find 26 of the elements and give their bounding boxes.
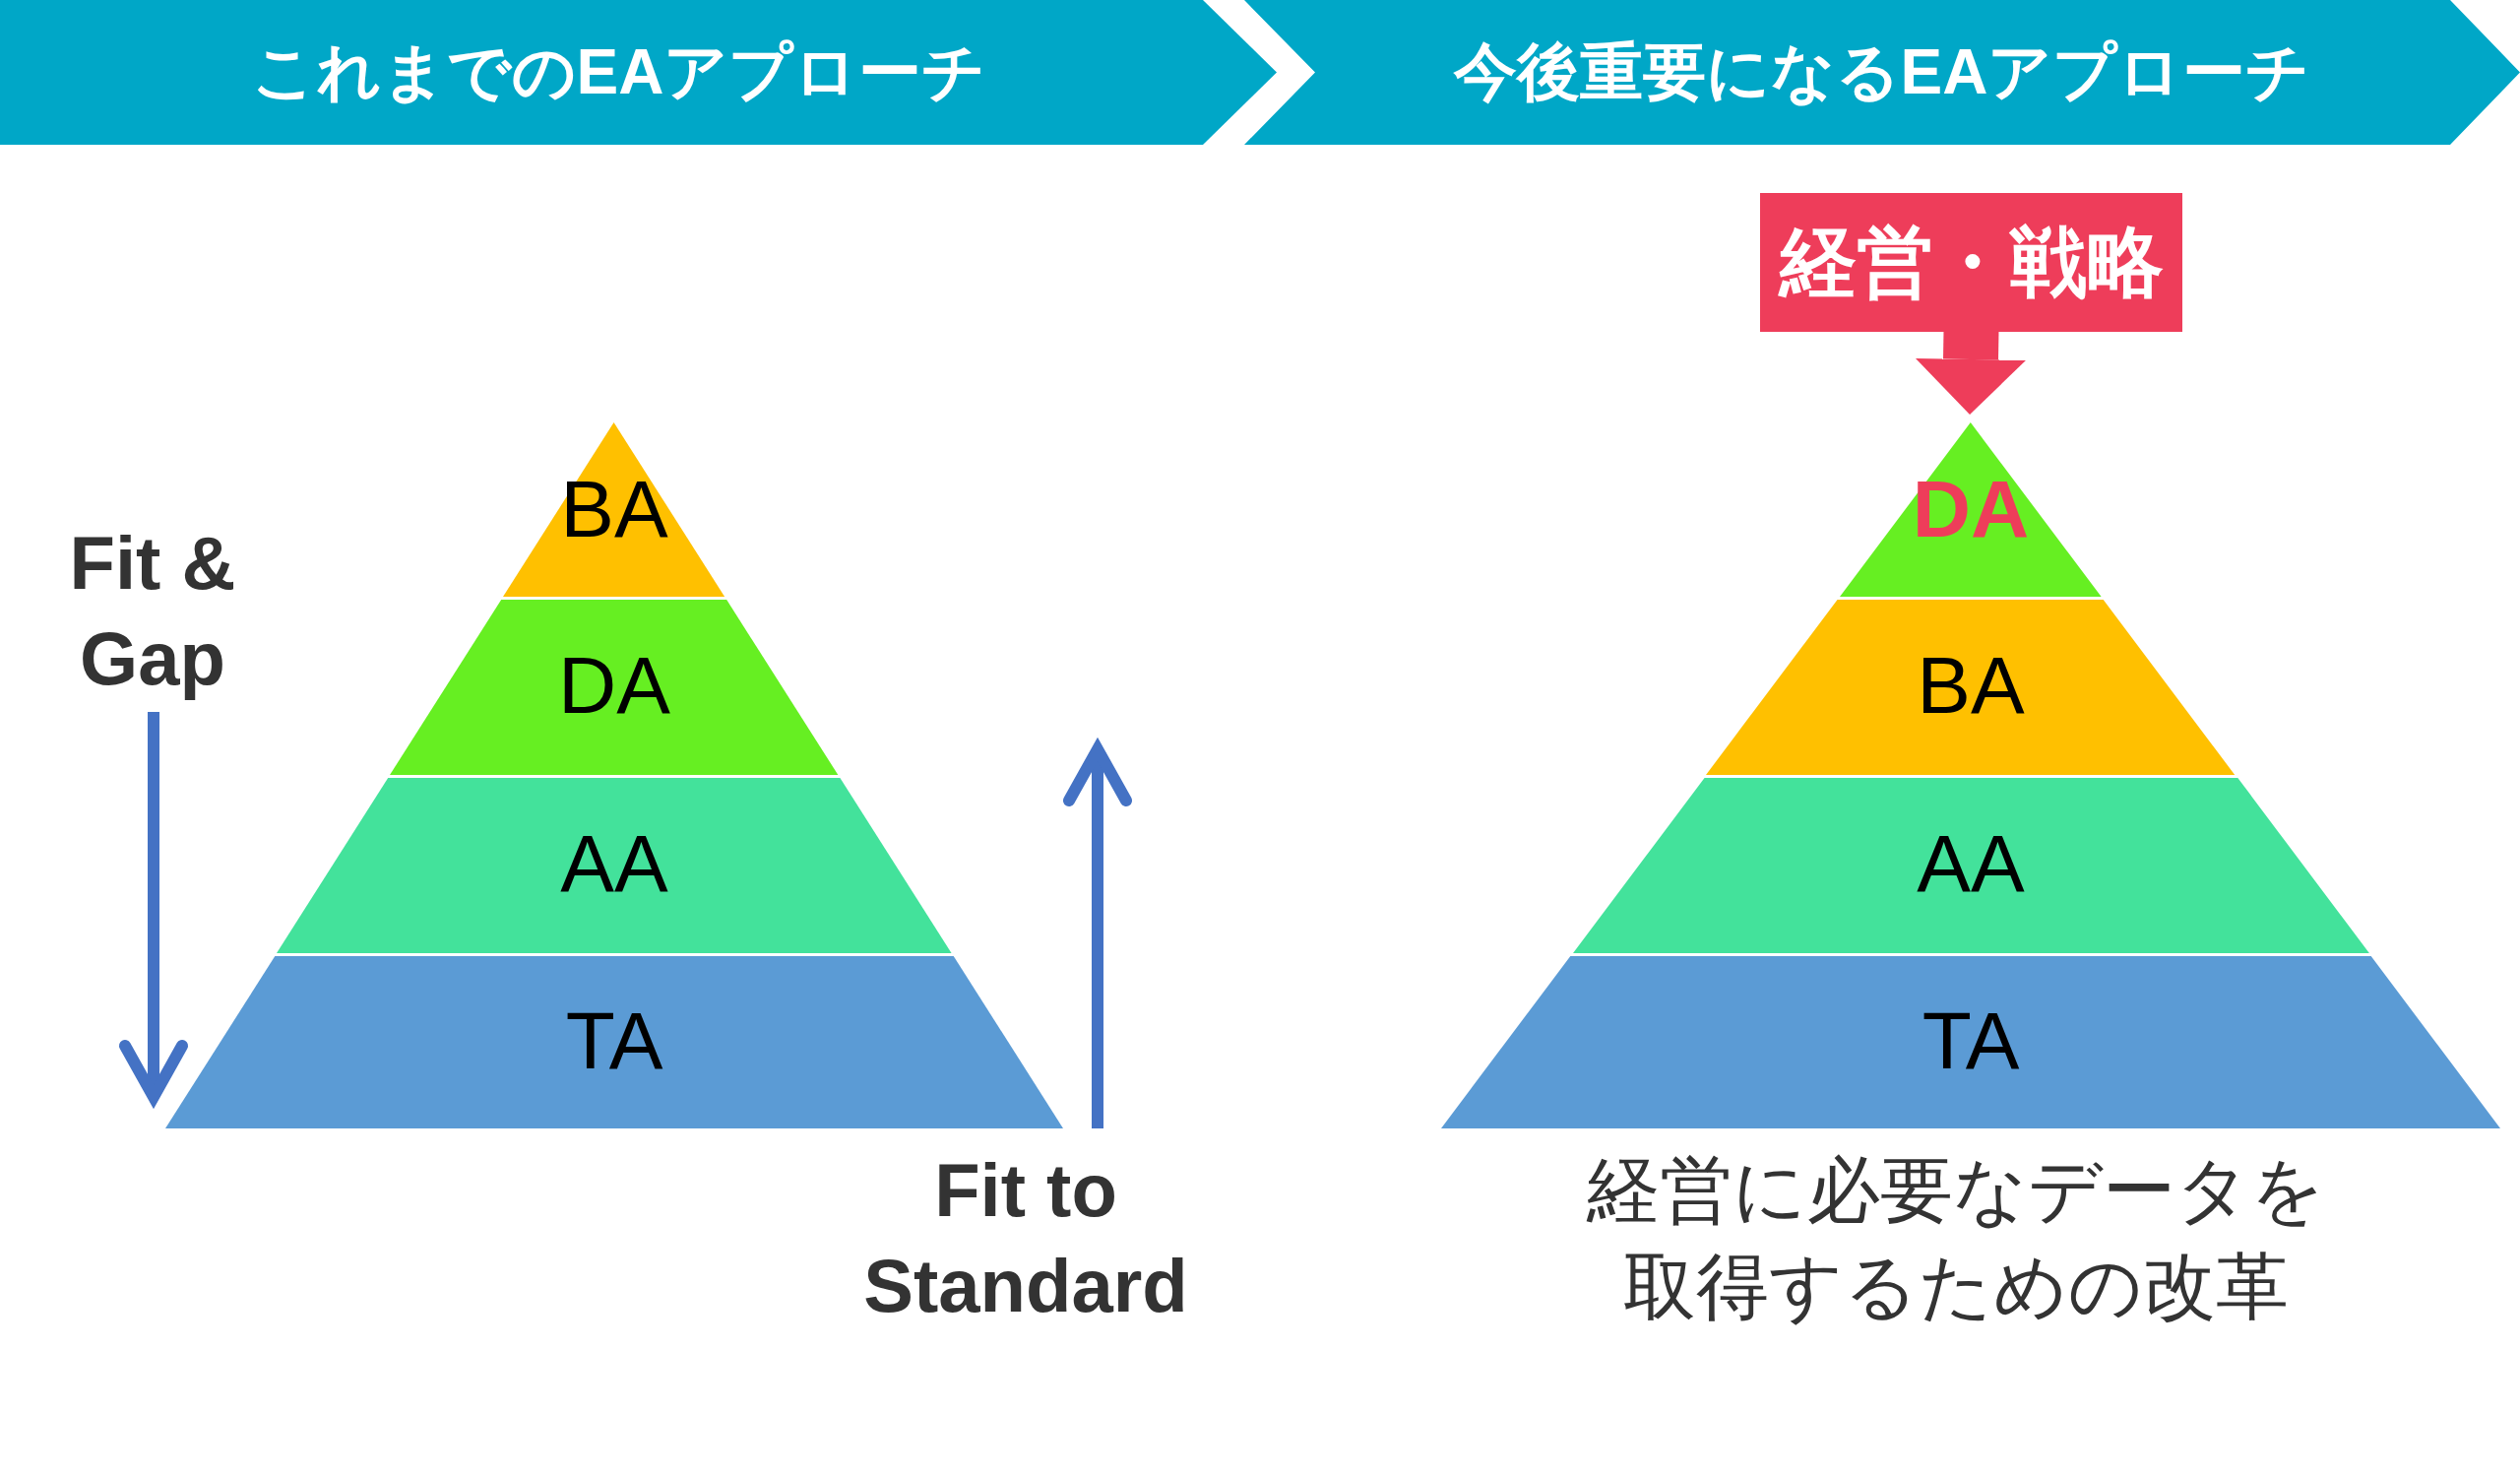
caption-text: 経営に必要なデータを取得するための改革 xyxy=(1586,1148,2326,1329)
pyramid-tier xyxy=(1706,597,2236,775)
chevron-banner xyxy=(0,0,1277,145)
tier-label: TA xyxy=(565,994,663,1087)
chevron-banner xyxy=(1244,0,2520,145)
direction-label: Fit to Standard xyxy=(862,1147,1189,1329)
pyramid-tier xyxy=(1840,422,2102,597)
callout-box xyxy=(1760,193,2182,332)
tier-label: BA xyxy=(1917,639,2025,733)
tier-label: DA xyxy=(1912,463,2030,556)
banner-title: これまでのEAアプローチ xyxy=(251,35,987,109)
tier-label: DA xyxy=(558,639,670,733)
callout-title: 経営・戦略 xyxy=(1779,218,2164,307)
banner-title: 今後重要になるEAアプローチ xyxy=(1453,35,2311,109)
pyramid-tier xyxy=(390,597,839,775)
tier-label: AA xyxy=(1917,817,2025,911)
pyramid-tier xyxy=(1572,775,2369,953)
pyramid-tier xyxy=(165,953,1063,1128)
tier-label: TA xyxy=(1922,994,2020,1087)
arrow xyxy=(1916,330,2026,415)
tier-label: BA xyxy=(560,463,668,556)
tier-label: AA xyxy=(560,817,668,911)
direction-label: Fit & Gap xyxy=(68,520,237,702)
pyramid-tier xyxy=(503,422,725,597)
pyramid-tier xyxy=(1441,953,2500,1128)
pyramid-tier xyxy=(277,775,952,953)
